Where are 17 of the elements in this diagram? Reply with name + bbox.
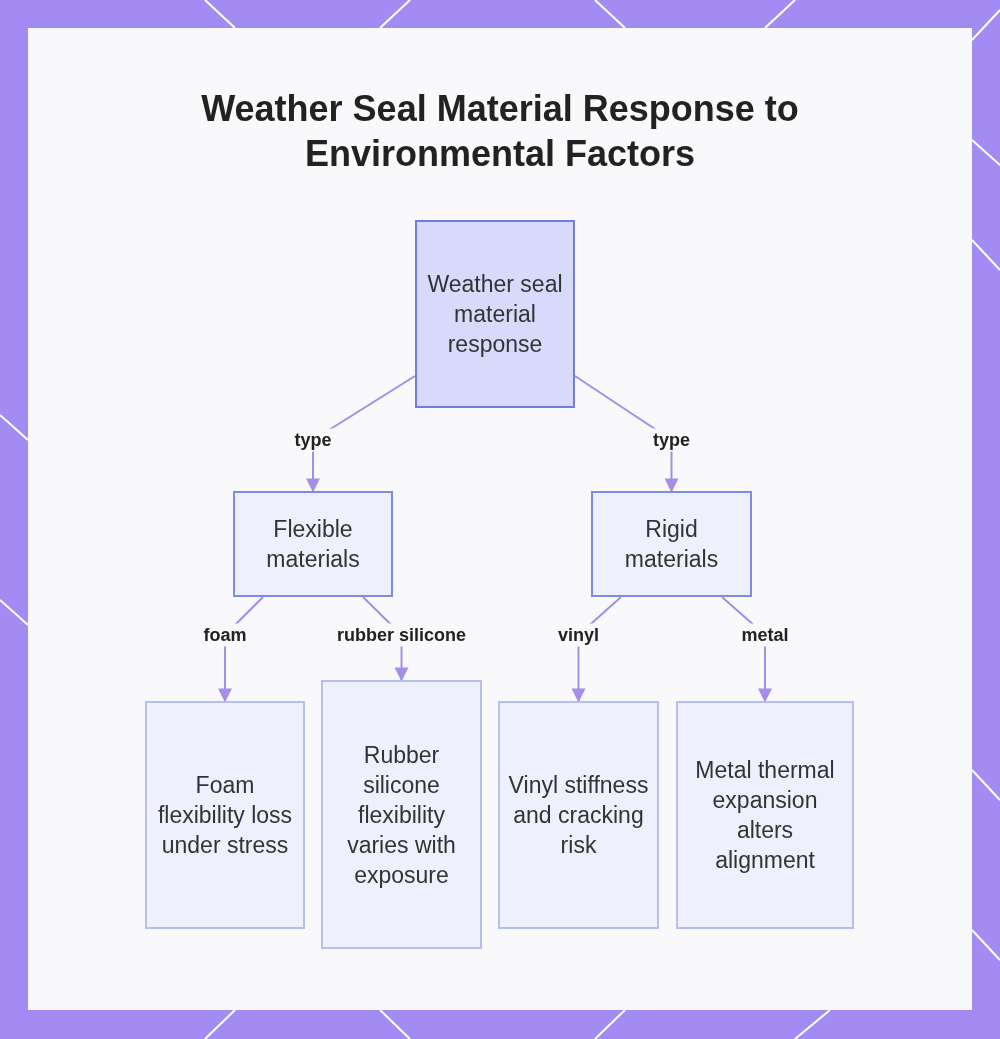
node-box: [321, 680, 482, 949]
edge-label: type: [291, 428, 335, 452]
node-text: Rigid materials: [623, 515, 720, 574]
node-text: Metal thermal expansion alters alignment: [694, 756, 836, 875]
node-text: Foam flexibility loss under stress: [156, 771, 294, 860]
node-box: [233, 491, 393, 597]
node-text: Weather seal material response: [426, 270, 564, 359]
node-box: [415, 220, 575, 408]
node-text: Flexible materials: [265, 515, 361, 574]
node-box: [145, 701, 305, 929]
node-box: [591, 491, 752, 597]
node-box: [676, 701, 854, 929]
node-text: Vinyl stiffness and cracking risk: [507, 771, 650, 860]
node-text: Rubber silicone flexibility varies with exposure: [346, 740, 457, 890]
edge-label: type: [650, 428, 693, 452]
title: Weather Seal Material Response to Environmental Factors: [200, 87, 800, 176]
node-box: [498, 701, 659, 929]
